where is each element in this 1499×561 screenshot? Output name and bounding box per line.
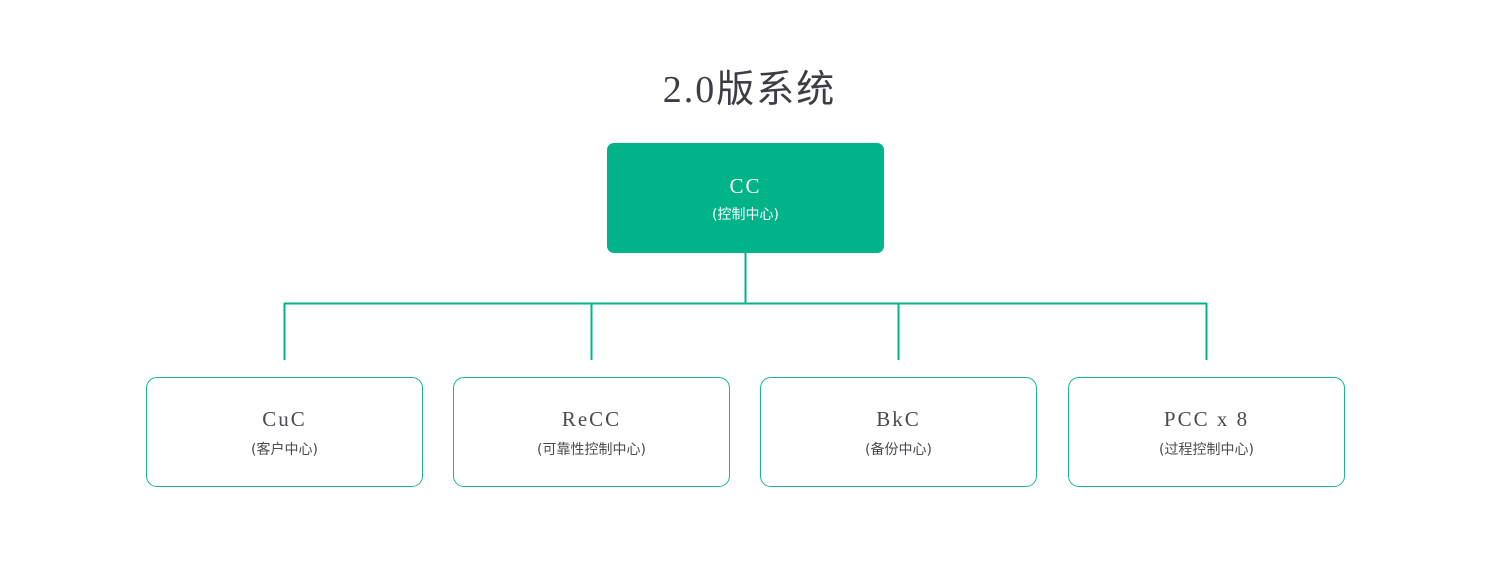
node-child-recc[interactable]: ReCC (可靠性控制中心) [453, 377, 730, 487]
node-code: ReCC [561, 406, 622, 431]
node-description: (过程控制中心) [1159, 441, 1254, 458]
node-code: PCC x 8 [1163, 406, 1250, 431]
node-description: (控制中心) [712, 206, 779, 223]
node-child-pcc[interactable]: PCC x 8 (过程控制中心) [1068, 377, 1345, 487]
page-title: 2.0版系统 [662, 69, 837, 111]
node-child-bkc[interactable]: BkC (备份中心) [760, 377, 1037, 487]
node-description: (可靠性控制中心) [537, 441, 646, 458]
node-code: CuC [262, 406, 307, 431]
node-description: (备份中心) [865, 441, 932, 458]
node-code: CC [729, 173, 762, 198]
node-child-cuc[interactable]: CuC (客户中心) [146, 377, 423, 487]
node-code: BkC [876, 406, 921, 431]
node-description: (客户中心) [251, 441, 318, 458]
node-root-cc[interactable]: CC (控制中心) [607, 143, 884, 253]
